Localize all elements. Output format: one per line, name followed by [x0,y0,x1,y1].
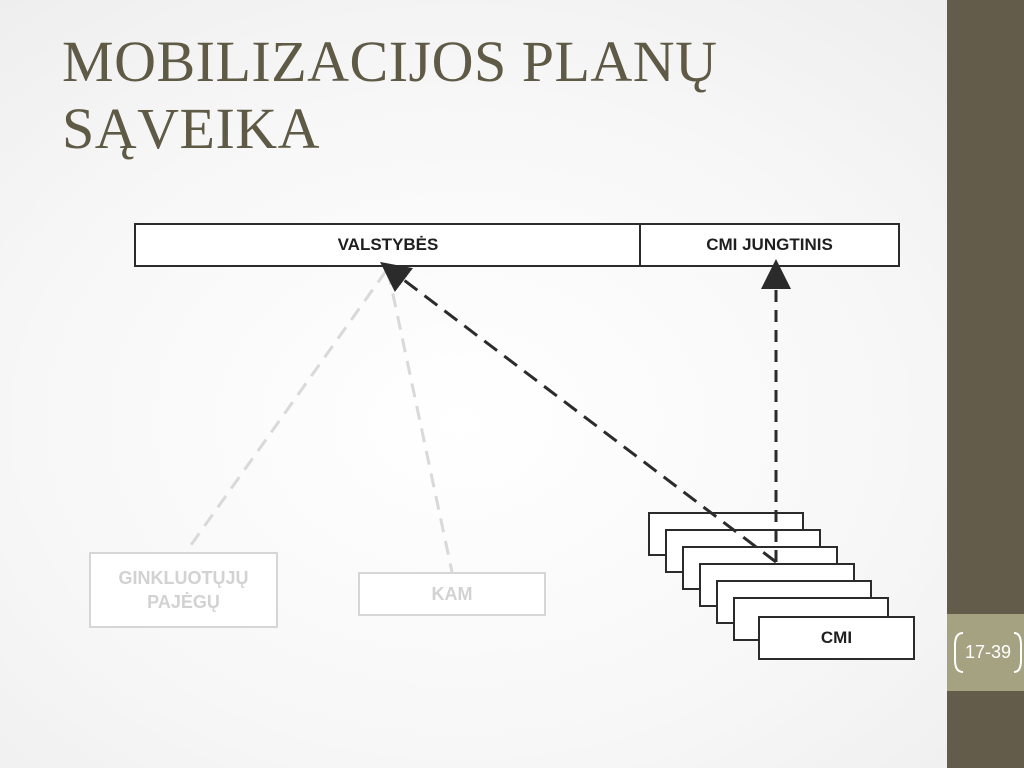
connector-to-ginkluotuju [184,270,388,553]
connector-to-kam [386,270,454,573]
page-badge [947,614,1024,691]
title-line-1: MOBILIZACIJOS PLANŲ [62,29,718,94]
valstybes-box: VALSTYBĖS [134,223,642,267]
slide-title: MOBILIZACIJOS PLANŲ SĄVEIKA [62,28,922,162]
valstybes-label: VALSTYBĖS [337,235,439,254]
cmi-front-label: CMI [820,628,853,647]
ginkluotuju-pajegu-box: GINKLUOTŲJŲ PAJĖGŲ [89,552,278,628]
cmi-jungtinis-label: CMI JUNGTINIS [706,235,833,254]
ginkluotuju-label: GINKLUOTŲJŲ [118,568,249,588]
page-number: 17-39 [964,641,1012,662]
arrow-cmi-to-valstybes [380,261,777,564]
kam-box: KAM [358,572,546,616]
kam-label: KAM [431,584,473,604]
right-bracket [1013,632,1022,673]
pajegu-label: PAJĖGŲ [147,592,220,612]
left-bracket [954,632,964,673]
title-line-2: SĄVEIKA [62,96,321,161]
cmi-front-box: CMI [758,616,915,660]
